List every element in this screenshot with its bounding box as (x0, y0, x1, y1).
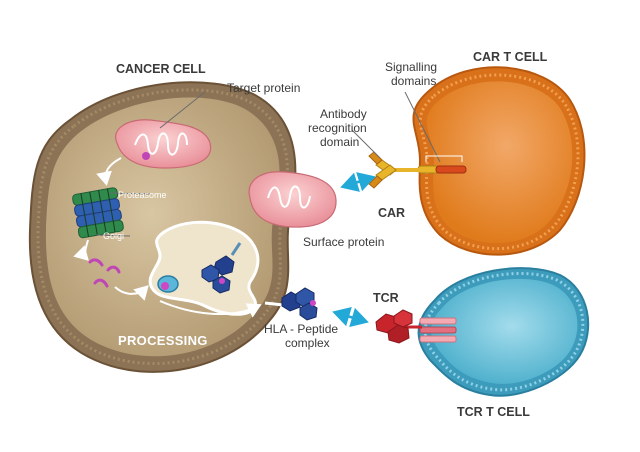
arrow-to-golgi (114, 285, 149, 301)
antibody-label-line3: domain (320, 135, 359, 149)
golgi-label: Golgi (103, 231, 124, 241)
processing-label: PROCESSING (118, 333, 208, 348)
callout-lines (96, 91, 463, 237)
car-t-cell (412, 66, 586, 256)
car-t-cell-title: CAR T CELL (473, 50, 548, 64)
target-protein (114, 119, 212, 169)
car-label: CAR (378, 206, 405, 220)
car-receptor (368, 151, 467, 189)
target-protein-label: Target protein (227, 81, 300, 95)
tcr-t-cell (417, 267, 590, 397)
tcr-binding-arrow (332, 306, 369, 328)
hla-label-line1: HLA - Peptide (264, 322, 338, 336)
peptide-fragments (88, 258, 121, 288)
tcr-receptor (375, 309, 457, 344)
antibody-label-line2: recognition (308, 121, 367, 135)
surface-protein-label: Surface protein (303, 235, 384, 249)
hla-peptide-complex (264, 287, 318, 321)
proteasome (72, 187, 124, 239)
arrow-to-surface (159, 300, 262, 318)
antibody-label-line1: Antibody (320, 107, 367, 121)
tcr-label: TCR (373, 291, 399, 305)
proteasome-label: Proteasome (118, 190, 167, 200)
arrow-to-proteasome (96, 157, 122, 186)
hla-label-line2: complex (285, 336, 330, 350)
arrow-to-fragments (73, 239, 89, 261)
signalling-label-line2: domains (391, 74, 436, 88)
golgi (148, 220, 260, 316)
car-binding-arrow (340, 172, 376, 192)
tcr-t-cell-title: TCR T CELL (457, 405, 530, 419)
surface-protein (248, 171, 337, 228)
signalling-label-line1: Signalling (385, 60, 437, 74)
cancer-cell-title: CANCER CELL (116, 62, 206, 76)
